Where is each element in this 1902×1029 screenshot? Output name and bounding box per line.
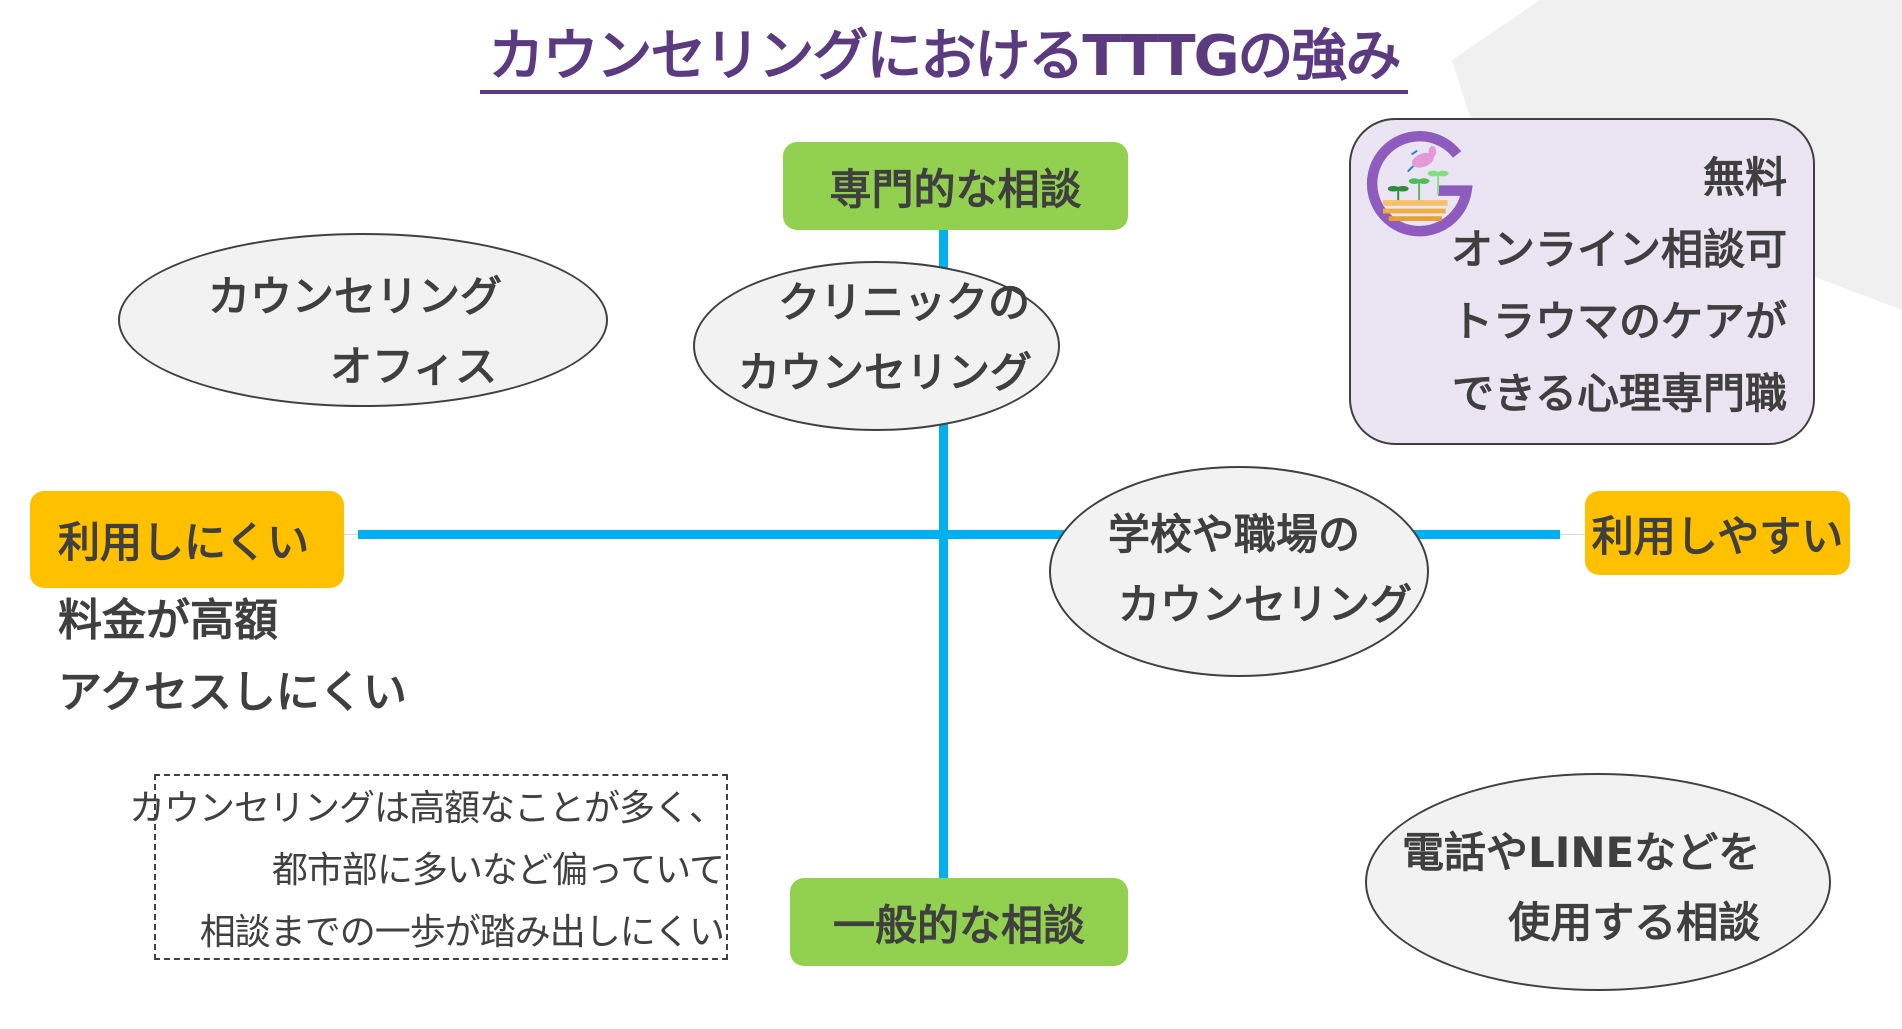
left-notes: 料金が高額 アクセスしにくい	[58, 585, 407, 729]
ellipse-line: オフィス	[330, 342, 498, 391]
ellipse-school-workplace-counseling-text: 学校や職場の カウンセリング	[1108, 500, 1412, 640]
ellipse-phone-line-consultation	[1365, 773, 1831, 991]
note-line: 都市部に多いなど偏っていて	[271, 850, 725, 891]
ellipse-line: 使用する相談	[1508, 898, 1761, 947]
ellipse-line: 学校や職場の	[1108, 510, 1361, 559]
ellipse-line: 電話やLINEなどを	[1402, 828, 1761, 877]
axis-label-top: 専門的な相談	[783, 142, 1128, 230]
note-line: カウンセリングは高額なことが多く、	[128, 788, 725, 829]
ellipse-line: カウンセリング	[1118, 580, 1413, 629]
note-line: 相談までの一歩が踏み出しにくい	[199, 912, 725, 953]
axis-label-bottom: 一般的な相談	[790, 878, 1128, 966]
tttg-logo-icon	[1366, 130, 1473, 237]
axis-label-right: 利用しやすい	[1585, 491, 1850, 575]
ellipse-counseling-office-text: カウンセリング オフィス	[208, 262, 502, 402]
ellipse-phone-line-consultation-text: 電話やLINEなどを 使用する相談	[1402, 818, 1760, 958]
tttg-strength-item: トラウマのケアが	[1450, 297, 1787, 346]
note-box: カウンセリングは高額なことが多く、 都市部に多いなど偏っていて 相談までの一歩が…	[129, 774, 728, 960]
tttg-strength-item: オンライン相談可	[1450, 225, 1787, 274]
left-note-item: アクセスしにくい	[58, 667, 407, 718]
note-text: カウンセリングは高額なことが多く、 都市部に多いなど偏っていて 相談までの一歩が…	[128, 778, 725, 964]
left-note-item: 料金が高額	[58, 595, 278, 646]
tttg-strengths-box: 無料 オンライン相談可 トラウマのケアが できる心理専門職	[1349, 118, 1815, 445]
vertical-axis	[939, 230, 948, 878]
tttg-strengths-text: 無料 オンライン相談可 トラウマのケアが できる心理専門職	[1451, 142, 1787, 430]
axis-connector-left	[344, 534, 358, 535]
axis-connector-right	[1560, 534, 1585, 535]
tttg-strength-item: 無料	[1702, 153, 1787, 202]
ellipse-clinic-counseling-text: クリニックの カウンセリング	[738, 268, 1032, 408]
ellipse-line: カウンセリング	[738, 348, 1033, 397]
axis-label-bottom-text: 一般的な相談	[832, 900, 1085, 950]
axis-label-left: 利用しにくい	[30, 491, 344, 588]
horizontal-axis	[358, 530, 1560, 539]
slide-title: カウンセリングにおけるTTTGの強み	[488, 24, 1401, 89]
tttg-strength-item: できる心理専門職	[1451, 369, 1787, 418]
title-underline	[480, 90, 1408, 94]
axis-label-left-text: 利用しにくい	[58, 518, 310, 567]
ellipse-counseling-office	[118, 233, 608, 407]
axis-label-top-text: 専門的な相談	[829, 164, 1082, 214]
ellipse-line: クリニックの	[778, 278, 1031, 327]
axis-label-right-text: 利用しやすい	[1591, 511, 1844, 561]
ellipse-clinic-counseling	[693, 261, 1060, 431]
ellipse-school-workplace-counseling	[1049, 466, 1429, 677]
ellipse-line: カウンセリング	[208, 272, 503, 321]
